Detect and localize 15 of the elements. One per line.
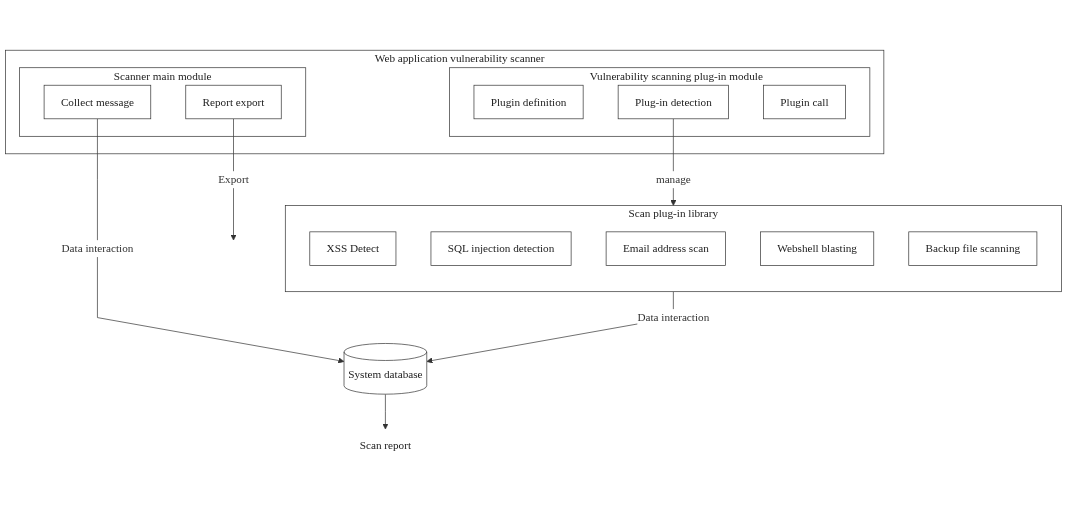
node-box: Email address scan [605,231,726,266]
node-box: Report export [185,84,282,120]
edge-label: Data interaction [61,242,134,255]
edge-label: Data interaction [637,311,710,324]
node-box: SQL injection detection [430,231,572,266]
edge-label: manage [655,173,691,186]
node-text: Scan report [359,439,412,452]
edge-label: Export [218,173,249,186]
node-box: Plugin definition [473,84,584,120]
node-box: Plug-in detection [617,84,729,120]
node-box: Plugin call [763,84,846,120]
node-box: XSS Detect [309,231,397,266]
node-box: Webshell blasting [760,231,875,266]
node-box: Backup file scanning [908,231,1038,266]
node-box: Collect message [43,84,152,120]
